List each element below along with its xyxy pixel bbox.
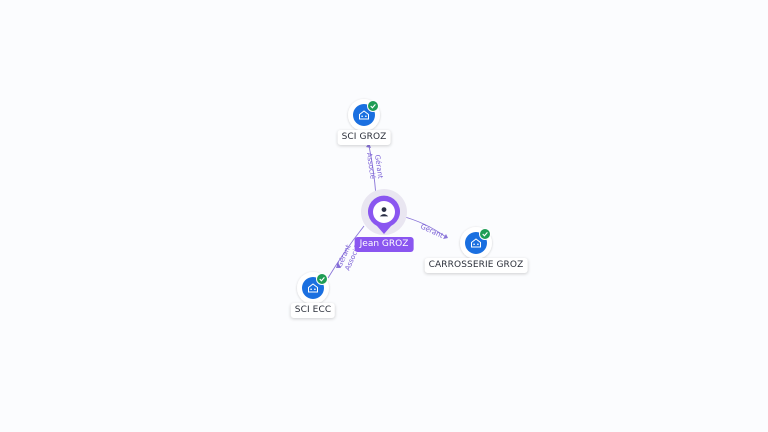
- person-node[interactable]: [361, 189, 407, 235]
- edge-label-associe: Associé: [365, 152, 377, 179]
- check-badge-icon: [316, 273, 328, 285]
- edge-label-gerant: Gérant: [373, 154, 384, 179]
- arrow-head: [443, 234, 448, 239]
- arrow-head: [366, 143, 371, 148]
- edge-label-gerant: Gérant: [419, 223, 444, 241]
- company-node-sci-groz[interactable]: [348, 99, 380, 131]
- person-name-label[interactable]: Jean GROZ: [354, 237, 414, 252]
- building-icon: [471, 238, 481, 248]
- company-node-sci-ecc[interactable]: [297, 272, 329, 304]
- arrow-head: [336, 262, 341, 268]
- company-label-sci-ecc[interactable]: SCI ECC: [290, 303, 336, 318]
- person-pin-icon: [367, 195, 400, 234]
- building-icon: [308, 283, 318, 293]
- company-label-sci-groz[interactable]: SCI GROZ: [337, 130, 391, 145]
- check-badge-icon: [367, 100, 379, 112]
- person-icon: [379, 207, 389, 217]
- edge-sci-ecc: Gérant Associé: [327, 225, 365, 279]
- company-node-carrosserie-groz[interactable]: [460, 227, 492, 259]
- check-badge-icon: [479, 228, 491, 240]
- building-icon: [359, 110, 369, 120]
- company-label-carrosserie-groz[interactable]: CARROSSERIE GROZ: [424, 258, 528, 273]
- edge-sci-groz: Gérant Associé: [365, 143, 384, 197]
